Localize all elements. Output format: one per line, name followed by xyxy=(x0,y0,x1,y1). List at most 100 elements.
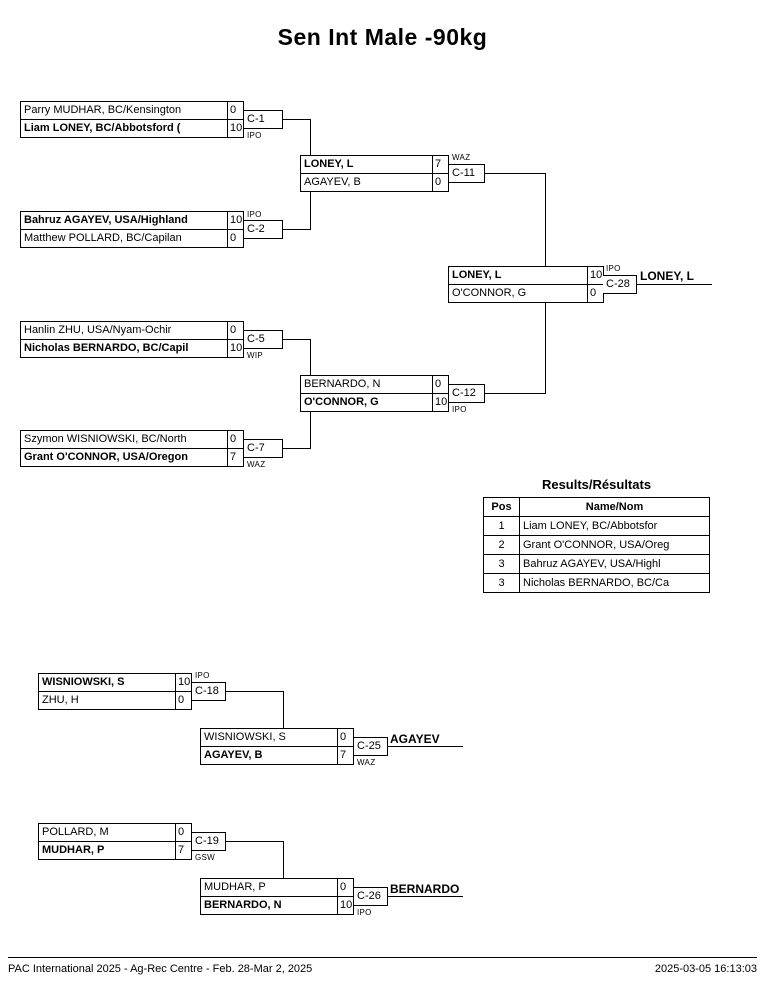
player-name: Hanlin ZHU, USA/Nyam-Ochir xyxy=(20,321,228,340)
result-pos: 2 xyxy=(483,535,520,555)
match-c28: LONEY, L 10 O'CONNOR, G 0 xyxy=(448,266,604,303)
player-score: 0 xyxy=(227,321,244,340)
match-c12: BERNARDO, N 0 O'CONNOR, G 10 xyxy=(300,375,449,412)
match-code-c18: C-18 xyxy=(192,682,226,701)
win-type-note-c12: IPO xyxy=(452,405,467,414)
match-row: Parry MUDHAR, BC/Kensington 0 xyxy=(20,101,244,120)
results-title: Results/Résultats xyxy=(541,477,652,492)
match-row: O'CONNOR, G 10 xyxy=(300,393,449,412)
player-name: LONEY, L xyxy=(448,266,588,285)
match-c11: LONEY, L 7 AGAYEV, B 0 xyxy=(300,155,449,192)
match-row: AGAYEV, B 7 xyxy=(200,746,354,765)
match-row: Matthew POLLARD, BC/Capilan 0 xyxy=(20,229,244,248)
player-name: BERNARDO, N xyxy=(200,896,338,915)
match-c7: Szymon WISNIOWSKI, BC/North 0 Grant O'CO… xyxy=(20,430,244,467)
result-pos: 3 xyxy=(483,573,520,593)
player-score: 0 xyxy=(587,284,604,303)
player-score: 10 xyxy=(175,673,192,692)
match-code-c1: C-1 xyxy=(244,110,283,129)
win-type-note-c18: IPO xyxy=(195,671,210,680)
win-type-note-c28: IPO xyxy=(606,264,621,273)
bracket-connector xyxy=(545,303,546,394)
player-score: 10 xyxy=(227,211,244,230)
player-score: 7 xyxy=(227,448,244,467)
player-name: Parry MUDHAR, BC/Kensington xyxy=(20,101,228,120)
player-name: MUDHAR, P xyxy=(200,878,338,897)
match-code-c11: C-11 xyxy=(449,164,485,183)
result-name: Liam LONEY, BC/Abbotsfor xyxy=(519,516,710,536)
match-row: AGAYEV, B 0 xyxy=(300,173,449,192)
match-c25: WISNIOWSKI, S 0 AGAYEV, B 7 xyxy=(200,728,354,765)
match-row: WISNIOWSKI, S 0 xyxy=(200,728,354,747)
player-name: ZHU, H xyxy=(38,691,176,710)
player-name: Szymon WISNIOWSKI, BC/North xyxy=(20,430,228,449)
bracket-connector xyxy=(226,841,283,842)
match-row: POLLARD, M 0 xyxy=(38,823,192,842)
player-name: Matthew POLLARD, BC/Capilan xyxy=(20,229,228,248)
match-code-c12: C-12 xyxy=(449,384,485,403)
player-score: 7 xyxy=(337,746,354,765)
match-c1: Parry MUDHAR, BC/Kensington 0 Liam LONEY… xyxy=(20,101,244,138)
player-name: AGAYEV, B xyxy=(300,173,433,192)
win-type-note-c26: IPO xyxy=(357,908,372,917)
match-c2: Bahruz AGAYEV, USA/Highland 10 Matthew P… xyxy=(20,211,244,248)
table-row: 3 Bahruz AGAYEV, USA/Highl xyxy=(483,554,710,574)
player-name: O'CONNOR, G xyxy=(448,284,588,303)
player-score: 0 xyxy=(432,375,449,394)
results-header-name: Name/Nom xyxy=(519,497,710,517)
bracket-connector xyxy=(485,393,545,394)
match-row: Grant O'CONNOR, USA/Oregon 7 xyxy=(20,448,244,467)
player-name: LONEY, L xyxy=(300,155,433,174)
player-score: 7 xyxy=(175,841,192,860)
match-code-c26: C-26 xyxy=(354,887,388,906)
table-row: 3 Nicholas BERNARDO, BC/Ca xyxy=(483,573,710,593)
bracket-connector xyxy=(226,691,283,692)
player-score: 0 xyxy=(227,229,244,248)
match-code-c19: C-19 xyxy=(192,832,226,851)
results-header-pos: Pos xyxy=(483,497,520,517)
player-name: MUDHAR, P xyxy=(38,841,176,860)
player-score: 10 xyxy=(227,339,244,358)
footer-divider xyxy=(8,957,757,958)
bronze-winner-label-2: BERNARDO xyxy=(390,882,460,896)
result-name: Bahruz AGAYEV, USA/Highl xyxy=(519,554,710,574)
player-score: 10 xyxy=(337,896,354,915)
match-c5: Hanlin ZHU, USA/Nyam-Ochir 0 Nicholas BE… xyxy=(20,321,244,358)
bracket-connector xyxy=(283,119,310,120)
player-name: Bahruz AGAYEV, USA/Highland xyxy=(20,211,228,230)
match-row: Liam LONEY, BC/Abbotsford ( 10 xyxy=(20,119,244,138)
player-score: 10 xyxy=(587,266,604,285)
match-code-c28: C-28 xyxy=(603,275,637,294)
player-score: 10 xyxy=(432,393,449,412)
footer-timestamp: 2025-03-05 16:13:03 xyxy=(654,963,757,975)
player-score: 0 xyxy=(175,691,192,710)
bracket-connector xyxy=(283,339,310,340)
match-c26: MUDHAR, P 0 BERNARDO, N 10 xyxy=(200,878,354,915)
match-row: Hanlin ZHU, USA/Nyam-Ochir 0 xyxy=(20,321,244,340)
player-name: O'CONNOR, G xyxy=(300,393,433,412)
player-name: Nicholas BERNARDO, BC/Capil xyxy=(20,339,228,358)
win-type-note-c5: WIP xyxy=(247,351,264,360)
match-row: Nicholas BERNARDO, BC/Capil 10 xyxy=(20,339,244,358)
page-title: Sen Int Male -90kg xyxy=(277,24,488,50)
match-row: MUDHAR, P 7 xyxy=(38,841,192,860)
result-pos: 1 xyxy=(483,516,520,536)
table-row: 2 Grant O'CONNOR, USA/Oreg xyxy=(483,535,710,555)
result-name: Grant O'CONNOR, USA/Oreg xyxy=(519,535,710,555)
win-type-note-c7: WAZ xyxy=(247,460,266,469)
result-pos: 3 xyxy=(483,554,520,574)
winner-underline xyxy=(637,284,712,285)
bracket-connector xyxy=(283,448,310,449)
match-row: Szymon WISNIOWSKI, BC/North 0 xyxy=(20,430,244,449)
player-score: 0 xyxy=(337,878,354,897)
player-name: POLLARD, M xyxy=(38,823,176,842)
player-name: WISNIOWSKI, S xyxy=(38,673,176,692)
match-row: ZHU, H 0 xyxy=(38,691,192,710)
player-score: 0 xyxy=(175,823,192,842)
match-row: O'CONNOR, G 0 xyxy=(448,284,604,303)
match-c19: POLLARD, M 0 MUDHAR, P 7 xyxy=(38,823,192,860)
player-score: 0 xyxy=(432,173,449,192)
table-row: 1 Liam LONEY, BC/Abbotsfor xyxy=(483,516,710,536)
bracket-connector xyxy=(310,412,311,449)
